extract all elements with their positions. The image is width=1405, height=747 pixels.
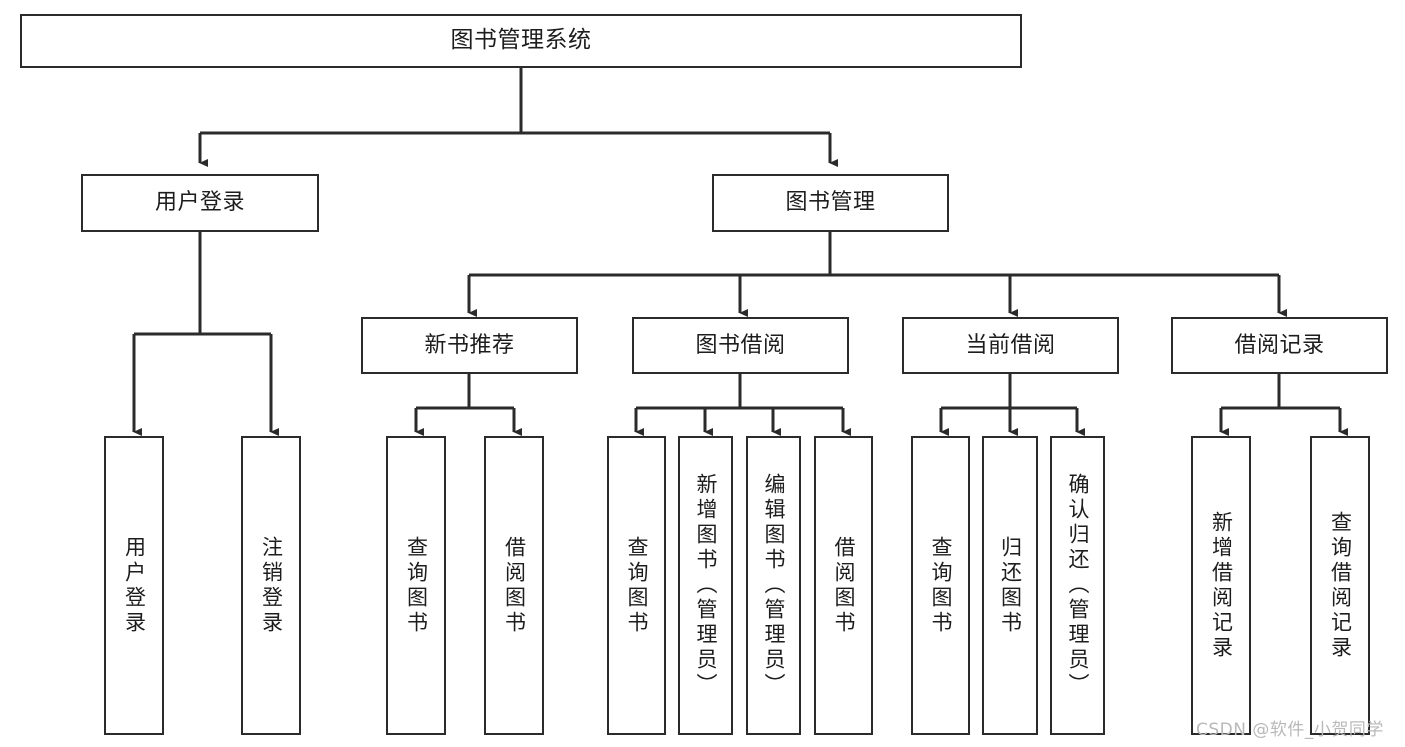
- csdn-watermark: CSDN @软件_小贺同学: [1196, 720, 1384, 740]
- node-leaf-add-book-label: 新增图书（管理员）: [694, 473, 718, 698]
- node-leaf-add-record[interactable]: 新增借阅记录: [1191, 436, 1251, 735]
- node-book-borrow-label: 图书借阅: [695, 332, 786, 358]
- node-leaf-add-record-label: 新增借阅记录: [1209, 510, 1234, 661]
- node-book-manage[interactable]: 图书管理: [712, 174, 949, 232]
- node-leaf-borrow-book-b[interactable]: 借阅图书: [814, 436, 873, 735]
- node-leaf-query-book-b-label: 查询图书: [625, 535, 649, 636]
- node-current-borrow[interactable]: 当前借阅: [902, 317, 1119, 374]
- node-root-label: 图书管理系统: [450, 27, 592, 54]
- node-new-book-rec[interactable]: 新书推荐: [361, 317, 578, 374]
- node-leaf-borrow-book-a[interactable]: 借阅图书: [484, 436, 544, 735]
- node-borrow-record[interactable]: 借阅记录: [1171, 317, 1388, 374]
- node-borrow-record-label: 借阅记录: [1234, 332, 1325, 358]
- node-leaf-logout[interactable]: 注销登录: [241, 436, 301, 735]
- node-leaf-return-book[interactable]: 归还图书: [982, 436, 1038, 735]
- node-leaf-logout-label: 注销登录: [259, 535, 284, 636]
- node-leaf-query-record-label: 查询借阅记录: [1328, 510, 1353, 661]
- node-leaf-query-book-a-label: 查询图书: [404, 535, 429, 636]
- node-leaf-borrow-book-a-label: 借阅图书: [502, 535, 527, 636]
- node-current-borrow-label: 当前借阅: [965, 332, 1056, 358]
- node-leaf-query-book-c[interactable]: 查询图书: [911, 436, 970, 735]
- node-leaf-query-book-c-label: 查询图书: [929, 535, 953, 636]
- node-leaf-add-book[interactable]: 新增图书（管理员）: [678, 436, 733, 735]
- node-leaf-edit-book[interactable]: 编辑图书（管理员）: [746, 436, 801, 735]
- node-leaf-user-login-label: 用户登录: [122, 535, 147, 636]
- node-leaf-confirm-return-label: 确认归还（管理员）: [1066, 473, 1090, 698]
- node-leaf-query-book-a[interactable]: 查询图书: [386, 436, 446, 735]
- node-root[interactable]: 图书管理系统: [20, 14, 1022, 68]
- node-book-borrow[interactable]: 图书借阅: [632, 317, 849, 374]
- node-leaf-borrow-book-b-label: 借阅图书: [832, 535, 856, 636]
- node-leaf-edit-book-label: 编辑图书（管理员）: [762, 473, 786, 698]
- node-book-manage-label: 图书管理: [785, 190, 876, 216]
- node-user-login-label: 用户登录: [154, 190, 245, 216]
- node-leaf-query-record[interactable]: 查询借阅记录: [1310, 436, 1370, 735]
- node-leaf-confirm-return[interactable]: 确认归还（管理员）: [1050, 436, 1105, 735]
- node-leaf-query-book-b[interactable]: 查询图书: [607, 436, 666, 735]
- node-user-login[interactable]: 用户登录: [81, 174, 319, 232]
- node-leaf-return-book-label: 归还图书: [998, 535, 1023, 636]
- node-new-book-rec-label: 新书推荐: [424, 332, 515, 358]
- node-leaf-user-login[interactable]: 用户登录: [104, 436, 164, 735]
